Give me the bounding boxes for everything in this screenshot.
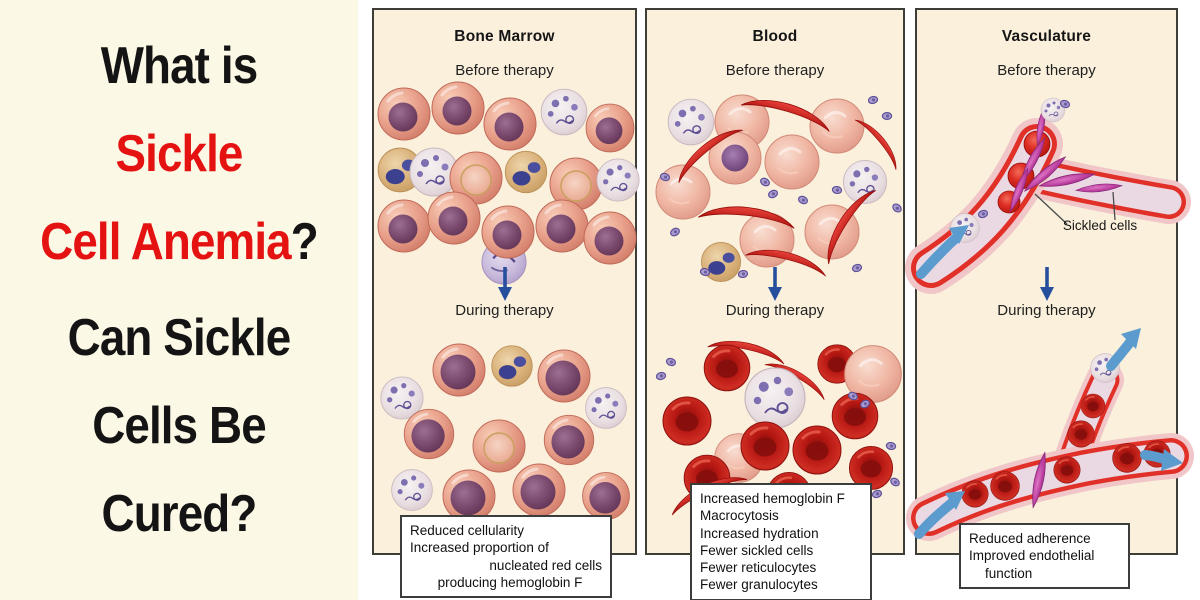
during-therapy-label: During therapy [455, 302, 554, 319]
bone-marrow-during-illustration [380, 342, 631, 524]
blood-before-illustration [654, 91, 905, 282]
annotation-leader-line [1112, 191, 1116, 221]
panel-title: Vasculature [1001, 28, 1092, 45]
note-line: Reduced adherence [969, 531, 1091, 546]
headline-line: Cured? [21, 484, 336, 544]
headline-text: What is [100, 37, 258, 95]
panel-title: Bone Marrow [454, 28, 555, 45]
headline-text: Cell Anemia [40, 213, 291, 271]
note-line: Fewer reticulocytes [700, 560, 817, 576]
before-therapy-label: Before therapy [455, 62, 554, 79]
blood-flow-arrow-icon [916, 225, 969, 279]
blood-findings-box: Increased hemoglobin F Macrocytosis Incr… [690, 483, 872, 600]
note-line: Increased hemoglobin F [700, 491, 845, 506]
down-arrow-icon [1037, 265, 1056, 303]
note-line: function [985, 565, 1033, 581]
blood-flow-arrow-icon [1106, 328, 1141, 371]
headline-text: Can Sickle [67, 309, 292, 367]
vasculature-findings-box: Reduced adherence Improved endothelial f… [959, 523, 1130, 589]
note-line: Reduced cellularity [410, 523, 525, 538]
note-line: Increased hydration [700, 525, 819, 541]
note-line: producing hemoglobin F [437, 574, 583, 590]
headline-line: Can Sickle [21, 308, 336, 368]
blood-during-illustration [655, 334, 903, 517]
headline-text: Cells Be [92, 397, 266, 455]
headline-line: What is [21, 36, 336, 96]
during-therapy-label: During therapy [725, 302, 825, 319]
blood-flow-arrow-icon [914, 491, 965, 539]
headline-text: Sickle [115, 125, 243, 183]
headline-block: What is Sickle Cell Anemia? Can Sickle C… [0, 0, 358, 600]
vasculature-before-illustration [905, 97, 1191, 294]
bone-marrow-findings-box: Reduced cellularity Increased proportion… [400, 515, 612, 599]
down-arrow-icon [766, 265, 784, 303]
before-therapy-label: Before therapy [725, 62, 825, 79]
bone-marrow-before-illustration [376, 80, 640, 286]
headline-question-mark: ? [290, 213, 319, 271]
note-line: Increased proportion of [410, 540, 549, 556]
bone-marrow-panel: Bone Marrow Before therapy During therap… [372, 8, 640, 599]
panel-title: Blood [752, 28, 798, 45]
before-therapy-label: Before therapy [997, 62, 1096, 79]
note-line: Improved endothelial [969, 548, 1095, 564]
headline-text: Cured? [101, 485, 258, 543]
down-arrow-icon [495, 265, 514, 303]
note-line: Fewer sickled cells [700, 542, 814, 558]
blood-flow-arrow-icon [1140, 449, 1183, 471]
headline-line: Sickle [21, 124, 336, 184]
annotation-leader-line [1034, 193, 1068, 225]
headline-line: Cell Anemia? [21, 212, 336, 272]
vasculature-panel: Vasculature Before therapy [905, 8, 1194, 589]
sickled-cells-annotation: Sickled cells [1062, 218, 1138, 233]
note-line: Macrocytosis [700, 508, 779, 524]
vasculature-during-illustration [906, 328, 1194, 541]
during-therapy-label: During therapy [997, 302, 1096, 319]
headline-line: Cells Be [21, 396, 336, 456]
note-line: nucleated red cells [489, 557, 602, 573]
note-line: Fewer granulocytes [700, 577, 818, 593]
blood-panel: Blood Before therapy [645, 8, 905, 600]
